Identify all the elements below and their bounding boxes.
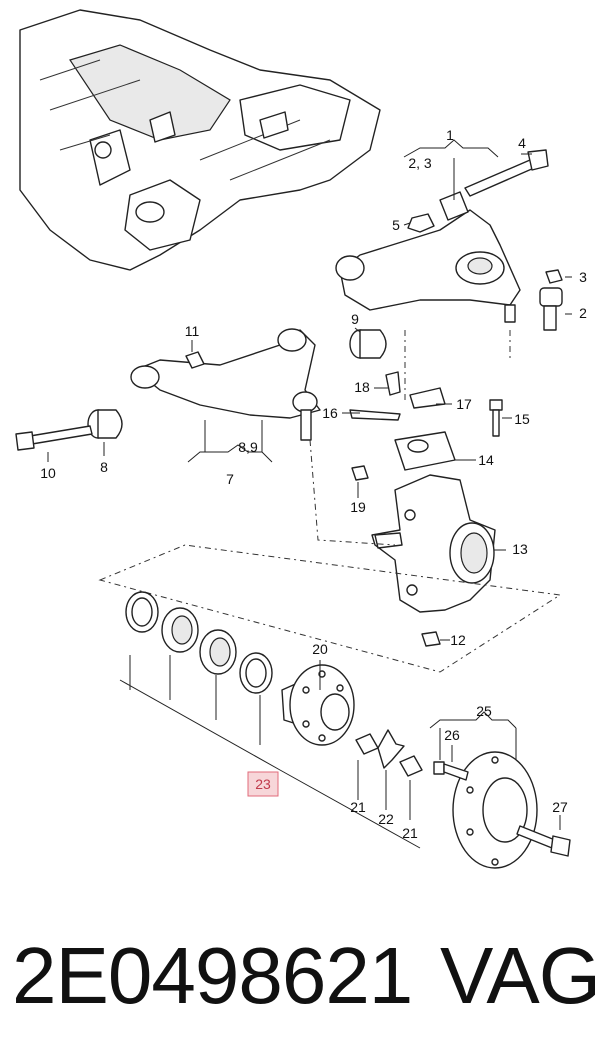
bushing-9: [349, 329, 387, 359]
callout-12: 12: [450, 632, 466, 648]
bracket-14: [394, 431, 456, 471]
callout-14: 14: [478, 452, 494, 468]
exploded-parts-diagram: 1 2, 3 4 5 3 2 9 11 18 17 16 15 10 8 8,9…: [15, 9, 587, 869]
bolt-27: [516, 825, 571, 857]
sensor-18: [385, 371, 401, 396]
bearing-inner: [199, 629, 237, 675]
brand-name: VAG: [440, 931, 600, 1020]
callout-7: 7: [226, 471, 234, 487]
callout-23: 23: [255, 776, 271, 792]
callout-3: 3: [579, 269, 587, 285]
callout-5: 5: [392, 217, 400, 233]
callout-4: 4: [518, 135, 526, 151]
callout-25: 25: [476, 703, 492, 719]
callout-8: 8: [100, 459, 108, 475]
lock-washer-22: [377, 729, 405, 769]
part-number: 2E0498621: [12, 931, 413, 1020]
callout-2-3: 2, 3: [408, 155, 432, 171]
ball-joint-2: [539, 287, 563, 331]
subframe: [19, 9, 381, 271]
callout-10: 10: [40, 465, 56, 481]
callout-20: 20: [312, 641, 328, 657]
callout-9: 9: [351, 311, 359, 327]
nut-12: [421, 631, 441, 647]
callout-21b: 21: [402, 825, 418, 841]
nut-3: [545, 269, 563, 284]
callout-16: 16: [322, 405, 338, 421]
lower-control-arm: [130, 328, 321, 441]
callout-23-highlight: 23: [247, 771, 279, 797]
bolt-10: [15, 425, 93, 451]
callout-27: 27: [552, 799, 568, 815]
callout-26: 26: [444, 727, 460, 743]
callout-21a: 21: [350, 799, 366, 815]
wheel-hub: [281, 664, 355, 746]
callout-11: 11: [185, 323, 200, 339]
bracket-17: [409, 387, 446, 409]
callout-15: 15: [514, 411, 530, 427]
leader-lines: [47, 139, 572, 849]
seal-ring-right: [239, 652, 273, 694]
upper-control-arm: [335, 191, 521, 323]
nut-21a: [355, 733, 379, 755]
nut-19: [351, 465, 369, 481]
nut-11: [185, 351, 205, 369]
nut-21b: [399, 755, 423, 777]
nut-5: [407, 213, 435, 233]
seal-ring-left: [125, 591, 159, 633]
steering-knuckle: [371, 474, 496, 613]
bolt-26: [433, 761, 469, 781]
callout-2: 2: [579, 305, 587, 321]
bushing-8: [87, 409, 123, 439]
callout-17: 17: [456, 396, 472, 412]
bracket-16: [349, 409, 401, 421]
callout-8-9: 8,9: [238, 439, 258, 455]
callout-22: 22: [378, 811, 394, 827]
flange-25: [452, 751, 538, 869]
callout-19: 19: [350, 499, 366, 515]
callout-13: 13: [512, 541, 528, 557]
callout-1: 1: [446, 127, 454, 143]
bolt-4: [464, 149, 549, 197]
callout-18: 18: [354, 379, 370, 395]
callout-labels: 1 2, 3 4 5 3 2 9 11 18 17 16 15 10 8 8,9…: [40, 127, 587, 841]
bolt-15: [489, 399, 503, 437]
bearing-outer: [161, 607, 199, 653]
